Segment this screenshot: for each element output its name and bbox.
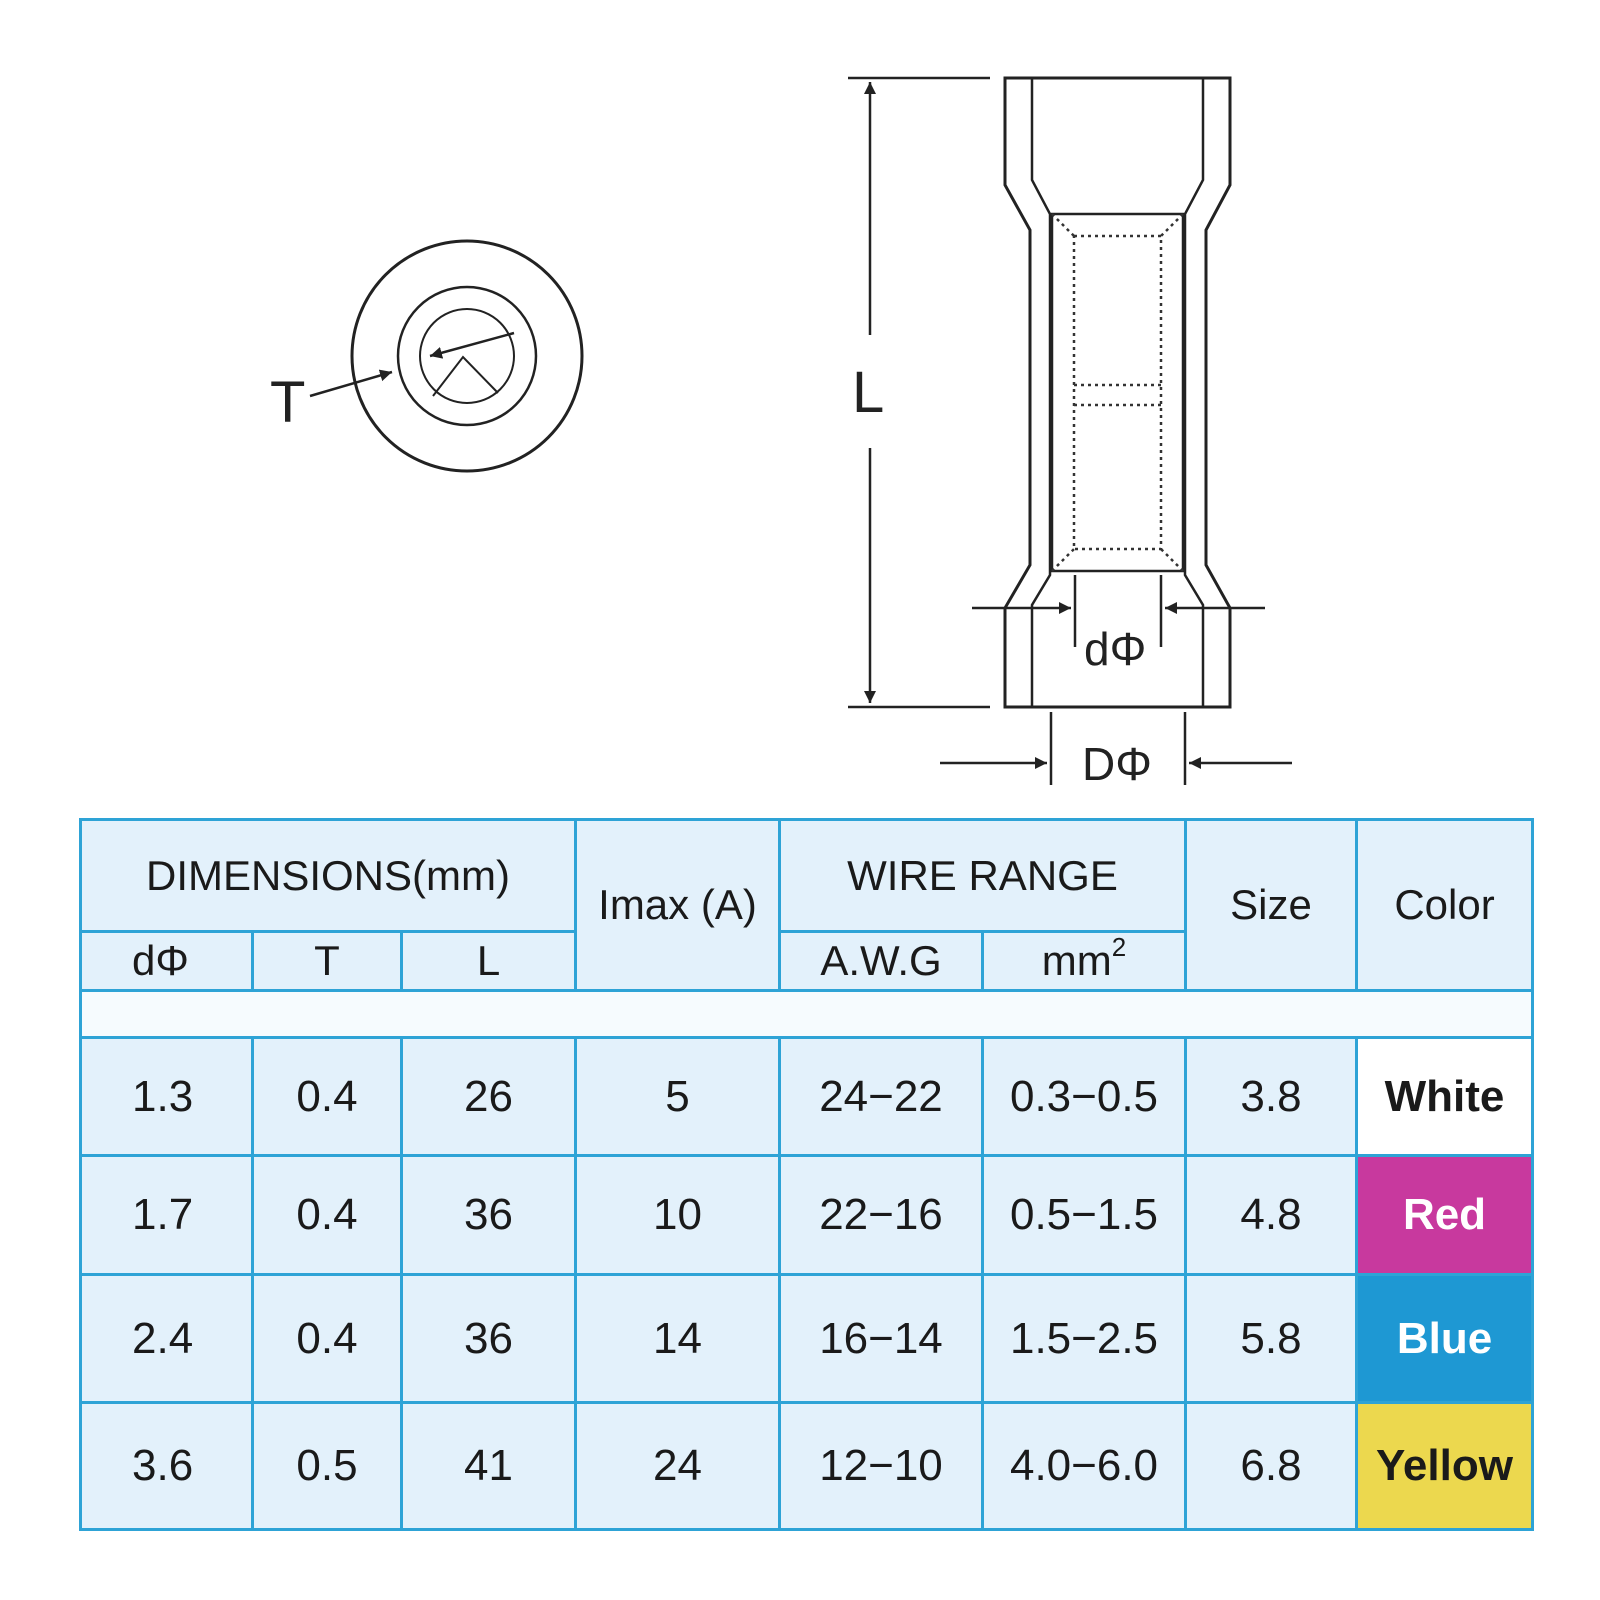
header-color: Color [1355,818,1534,992]
t-leader-arrow [309,369,393,398]
length-dimension [848,76,990,709]
cell-size: 6.8 [1184,1400,1358,1532]
header-wire-range: WIRE RANGE [778,817,1187,934]
header-dimensions: DIMENSIONS(mm) [79,817,577,934]
side-view-connector [1003,76,1232,709]
header-row-2: dΦ T L A.W.G mm2 [79,930,1533,992]
label-l: L [852,360,884,425]
cell-t: 0.4 [251,1154,403,1277]
header-row-1: DIMENSIONS(mm) Imax (A) WIRE RANGE Size … [79,817,1534,992]
spacer-cell [79,988,1534,1040]
cell-size: 3.8 [1184,1036,1358,1158]
connector-diagram: T L dΦ DΦ [270,76,1292,790]
bevel-top-left [1051,213,1075,237]
cell-imax: 10 [574,1154,781,1277]
barrel-inner-dotted [1072,234,1163,551]
cell-t: 0.5 [251,1400,403,1532]
cell-d: 3.6 [79,1400,254,1532]
connector-outline [1003,76,1232,709]
header-size: Size [1184,818,1358,992]
cell-size: 4.8 [1184,1154,1358,1277]
metal-sleeve-circle [396,285,538,427]
bore-chevron [432,355,499,397]
cell-l: 36 [400,1273,577,1404]
cell-awg: 22−16 [778,1154,984,1277]
inner-wall-left [1030,78,1052,707]
cell-mm2: 1.5−2.5 [981,1273,1187,1404]
spacer-row [79,988,1534,1040]
header-l: L [400,930,577,992]
cell-t: 0.4 [251,1273,403,1404]
cell-color: Yellow [1355,1400,1534,1532]
cell-d: 2.4 [79,1273,254,1404]
barrel-hidden-lines [1051,213,1184,572]
cell-d: 1.3 [79,1036,254,1158]
header-t: T [251,930,403,992]
cell-color: Blue [1355,1273,1534,1404]
cell-color: White [1355,1036,1534,1158]
cell-awg: 12−10 [778,1400,984,1532]
header-awg: A.W.G [778,930,984,992]
label-d-inner: dΦ [1084,623,1146,675]
inner-wall-right [1183,78,1205,707]
cell-l: 36 [400,1154,577,1277]
bevel-bottom-left [1051,548,1075,572]
bevel-bottom-right [1160,548,1184,572]
label-t: T [270,370,305,435]
cell-imax: 24 [574,1400,781,1532]
cell-size: 5.8 [1184,1273,1358,1404]
cell-awg: 24−22 [778,1036,984,1158]
bevel-top-right [1160,213,1184,237]
bore-arrow [429,331,515,359]
outer-insulation-circle [350,239,584,473]
cell-mm2: 0.3−0.5 [981,1036,1187,1158]
cell-d: 1.7 [79,1154,254,1277]
cell-imax: 14 [574,1273,781,1404]
mm2-base: mm [1041,937,1112,985]
end-view [309,239,584,473]
inner-diameter-dimension [972,575,1265,647]
cell-l: 41 [400,1400,577,1532]
label-d-outer: DΦ [1082,738,1152,790]
cell-mm2: 0.5−1.5 [981,1154,1187,1277]
cell-t: 0.4 [251,1036,403,1158]
header-d: dΦ [79,930,254,992]
inner-bore-circle [419,308,515,404]
header-imax: Imax (A) [574,818,781,992]
metal-barrel [1050,212,1185,573]
cell-l: 26 [400,1036,577,1158]
header-mm2: mm2 [981,930,1187,992]
mm2-superscript: 2 [1111,932,1127,963]
cell-mm2: 4.0−6.0 [981,1400,1187,1532]
cell-color: Red [1355,1154,1534,1277]
cell-imax: 5 [574,1036,781,1158]
outer-diameter-dimension [940,712,1292,785]
spec-table: DIMENSIONS(mm) Imax (A) WIRE RANGE Size … [79,817,1534,1532]
cell-awg: 16−14 [778,1273,984,1404]
